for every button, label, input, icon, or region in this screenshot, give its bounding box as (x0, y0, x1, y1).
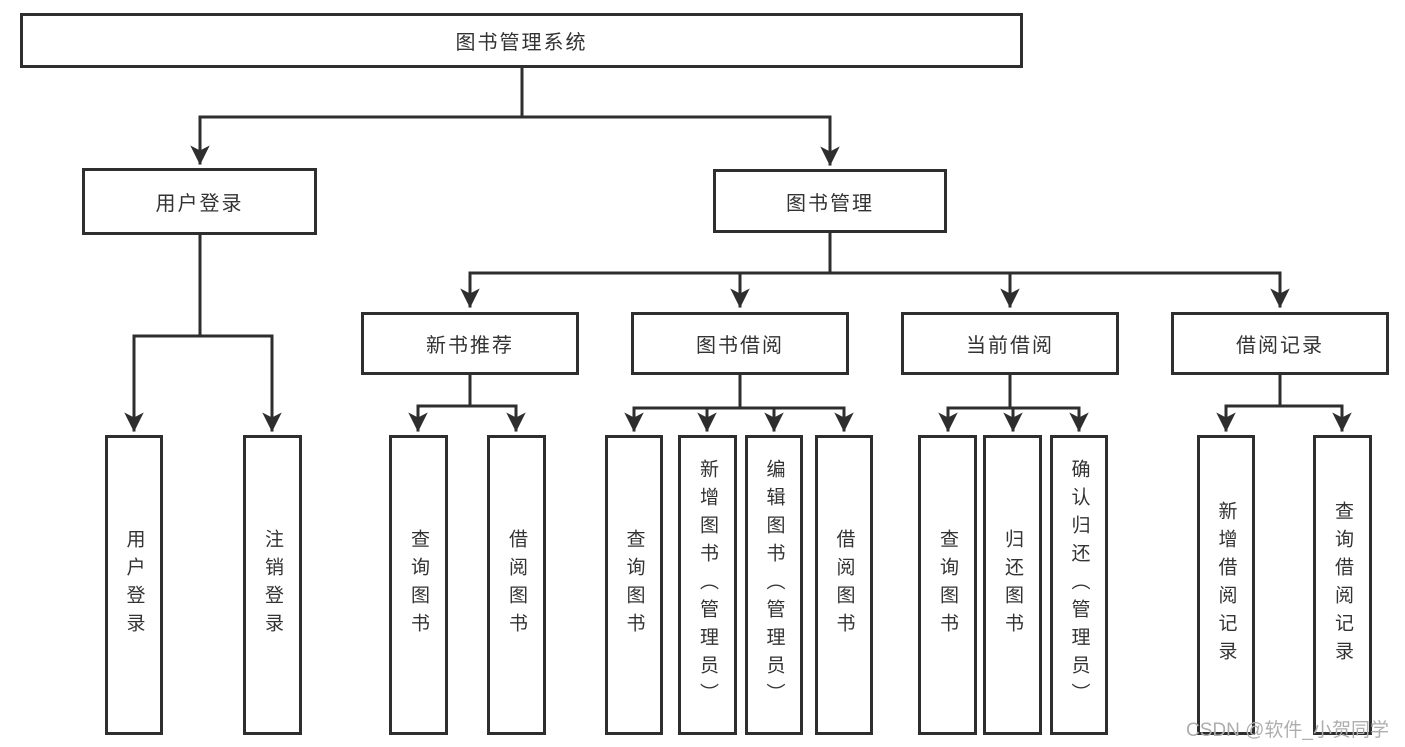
node-label: 借阅图书 (833, 529, 855, 641)
leaf-edit-books-admin: 编辑图书（管理员） (745, 435, 803, 735)
leaf-borrow-books-recommend: 借阅图书 (487, 435, 546, 735)
node-label: 查询图书 (408, 529, 429, 641)
node-label: 用户登录 (155, 193, 244, 215)
leaf-query-books-borrowing: 查询图书 (605, 435, 663, 735)
leaf-add-books-admin: 新增图书（管理员） (678, 435, 737, 735)
node-label: 用户登录 (123, 529, 145, 641)
leaf-logout-login: 注销登录 (243, 435, 302, 735)
node-book-borrowing: 图书借阅 (631, 312, 849, 375)
node-label: 查询图书 (623, 529, 645, 641)
leaf-return-books: 归还图书 (983, 435, 1042, 735)
node-label: 新增图书（管理员） (697, 459, 718, 711)
node-label: 借阅记录 (1236, 335, 1324, 357)
node-label: 查询图书 (937, 529, 958, 641)
node-label: 新增借阅记录 (1215, 501, 1237, 669)
node-label: 编辑图书（管理员） (763, 459, 785, 711)
node-label: 当前借阅 (966, 335, 1054, 357)
node-label: 借阅图书 (506, 529, 527, 641)
node-label: 查询借阅记录 (1332, 501, 1353, 669)
leaf-query-borrowing-record: 查询借阅记录 (1313, 435, 1372, 735)
leaf-query-books-recommend: 查询图书 (389, 435, 448, 735)
leaf-query-books-current: 查询图书 (918, 435, 977, 735)
watermark: CSDN @软件_小贺同学 (1186, 720, 1389, 741)
node-label: 确认归还（管理员） (1068, 459, 1090, 711)
node-label: 图书管理系统 (455, 32, 588, 54)
node-label: 图书借阅 (696, 335, 784, 357)
node-book-management: 图书管理 (713, 169, 947, 233)
node-library-management-system: 图书管理系统 (20, 13, 1023, 68)
node-label: 注销登录 (262, 529, 283, 641)
node-borrowing-records: 借阅记录 (1171, 312, 1389, 375)
leaf-user-login: 用户登录 (105, 435, 163, 735)
node-label: 新书推荐 (426, 335, 514, 357)
leaf-add-borrowing-record: 新增借阅记录 (1197, 435, 1255, 735)
node-user-login: 用户登录 (82, 168, 317, 235)
node-label: 图书管理 (786, 192, 874, 215)
leaf-borrow-books: 借阅图书 (815, 435, 873, 735)
node-label: 归还图书 (1002, 529, 1023, 641)
node-new-book-recommendation: 新书推荐 (361, 312, 579, 375)
node-current-borrowing: 当前借阅 (901, 312, 1119, 375)
leaf-confirm-return-admin: 确认归还（管理员） (1050, 435, 1108, 735)
